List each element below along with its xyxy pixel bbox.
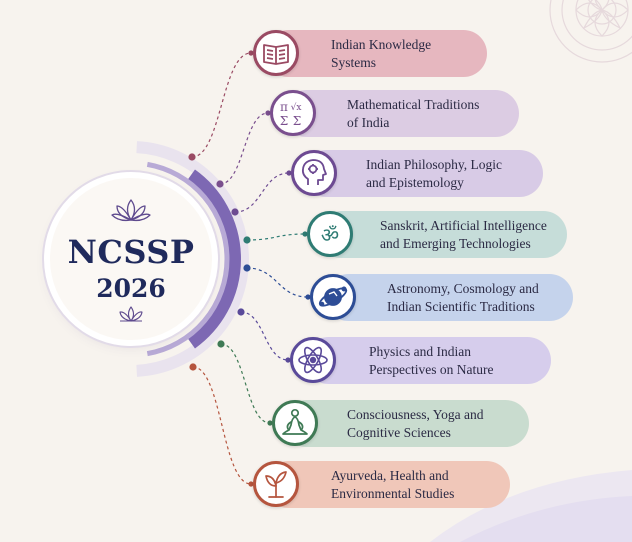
- center-badge: NCSSP 2026: [50, 178, 212, 340]
- planet-orbit-icon: [310, 274, 356, 320]
- topic-pill-ayurveda-health: Ayurveda, Health and Environmental Studi…: [265, 461, 510, 508]
- topic-label: Astronomy, Cosmology and Indian Scientif…: [387, 280, 539, 314]
- orbit-arc: [187, 169, 241, 349]
- connector-line: [246, 267, 309, 298]
- connector-line: [220, 343, 271, 424]
- connector-end-dot: [267, 420, 273, 426]
- connector-line: [234, 172, 290, 213]
- connector-end-dot: [286, 170, 292, 176]
- center-year: 2026: [96, 274, 166, 303]
- topic-label: Mathematical Traditions of India: [347, 96, 480, 130]
- connector-end-dot: [285, 357, 291, 363]
- connector-line: [240, 311, 289, 361]
- connector-dot: [243, 264, 251, 272]
- topic-label: Ayurveda, Health and Environmental Studi…: [331, 467, 455, 501]
- lotus-bottom-icon: [119, 306, 143, 322]
- book-icon: [253, 30, 299, 76]
- connector-end-dot: [248, 481, 254, 487]
- topic-pill-astronomy-cosmology: Astronomy, Cosmology and Indian Scientif…: [325, 274, 573, 321]
- connector-line: [246, 233, 306, 241]
- wave-decoration-icon: [430, 470, 632, 542]
- connector-end-dot: [248, 50, 254, 56]
- connector-dot: [188, 153, 196, 161]
- lotus-top-icon: [111, 199, 151, 222]
- orbit-arc: [136, 141, 249, 377]
- head-profile-icon: [291, 150, 337, 196]
- leaf-sprout-icon: [253, 461, 299, 507]
- topic-label: Indian Philosophy, Logic and Epistemolog…: [366, 156, 502, 190]
- connector-end-dot: [302, 231, 308, 237]
- connector-line: [219, 112, 269, 185]
- topic-pill-sanskrit-ai: Sanskrit, Artificial Intelligence and Em…: [318, 211, 567, 258]
- orbit-arc: [146, 161, 230, 357]
- center-title: NCSSP: [67, 233, 195, 271]
- topic-label: Indian Knowledge Systems: [331, 36, 432, 70]
- topic-pill-physics-nature: Physics and Indian Perspectives on Natur…: [305, 337, 551, 384]
- topic-pill-indian-philosophy: Indian Philosophy, Logic and Epistemolog…: [303, 150, 543, 197]
- connector-dot: [216, 180, 224, 188]
- om-icon: ॐ: [307, 211, 353, 257]
- svg-text:ॐ: ॐ: [321, 223, 339, 247]
- connector-end-dot: [265, 110, 271, 116]
- connector-dot: [243, 236, 251, 244]
- topic-label: Physics and Indian Perspectives on Natur…: [369, 343, 494, 377]
- mandala-decoration-icon: [549, 0, 632, 63]
- topic-pill-indian-knowledge-systems: Indian Knowledge Systems: [265, 30, 487, 77]
- svg-text:π: π: [280, 100, 288, 114]
- topic-pill-consciousness-yoga: Consciousness, Yoga and Cognitive Scienc…: [283, 400, 529, 447]
- connector-line: [191, 52, 252, 158]
- connector-dot: [231, 208, 239, 216]
- topic-label: Sanskrit, Artificial Intelligence and Em…: [380, 217, 547, 251]
- connector-dot: [189, 363, 197, 371]
- meditation-icon: [272, 400, 318, 446]
- svg-text:Σ: Σ: [293, 114, 301, 128]
- svg-text:√x: √x: [291, 102, 302, 113]
- connector-dot: [237, 308, 245, 316]
- connector-dot: [217, 340, 225, 348]
- topic-pill-mathematical-traditions: Mathematical Traditions of India: [283, 90, 519, 137]
- atom-icon: [290, 337, 336, 383]
- svg-text:Σ: Σ: [280, 114, 288, 128]
- connector-end-dot: [305, 294, 311, 300]
- connector-line: [192, 366, 252, 485]
- topic-label: Consciousness, Yoga and Cognitive Scienc…: [347, 406, 484, 440]
